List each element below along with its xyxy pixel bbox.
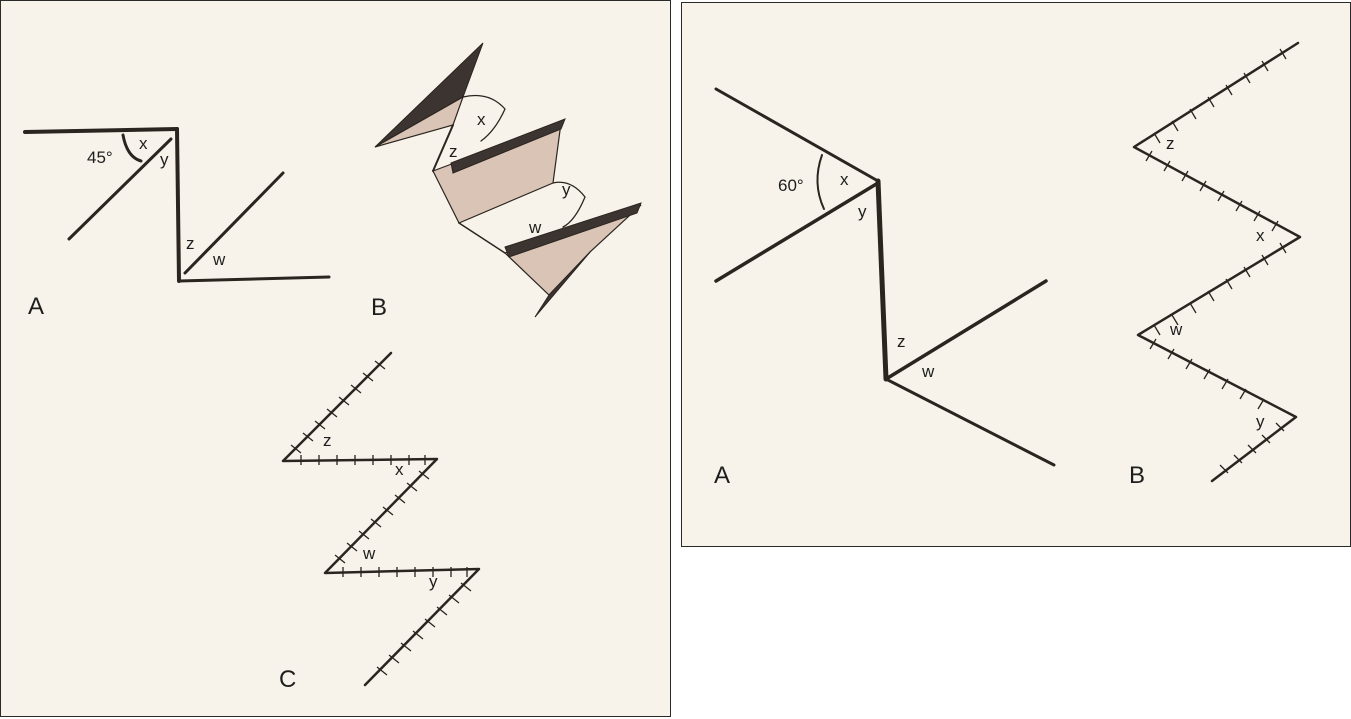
point-w-label: w [212,250,226,269]
panel-letter-c: C [279,666,296,693]
point-y-label: y [429,572,438,591]
panel-letter-b: B [371,294,387,321]
point-z-label: z [323,431,332,450]
point-x-label: x [395,460,404,479]
angle-label-45: 45° [87,148,113,167]
point-y-label: y [858,202,867,221]
point-w-label: w [528,218,542,237]
point-y-label: y [562,180,571,199]
point-x-label: x [840,170,849,189]
point-z-label: z [186,234,195,253]
point-z-label: z [1166,134,1175,153]
panel-letter-b: B [1129,462,1145,489]
figure-right-drawing: 60° x y z w A z x w y B [714,41,1302,489]
diagram-c-sutured-closure: z x w y C [279,351,481,693]
point-w-label: w [921,362,935,381]
point-x-label: x [477,110,486,129]
figure-left-panel: 45° x y z w A x z y w B [0,0,671,717]
point-x-label: x [1256,226,1265,245]
point-z-label: z [897,332,906,351]
point-w-label: w [1169,320,1183,339]
angle-label-60: 60° [778,176,804,195]
panel-letter-a: A [714,462,730,489]
angle-arc-45 [121,133,143,163]
point-z-label: z [449,142,458,161]
point-w-label: w [362,544,376,563]
point-y-label: y [1256,412,1265,431]
panel-letter-a: A [28,293,44,320]
figure-right-panel: 60° x y z w A z x w y B [681,2,1351,547]
point-y-label: y [160,150,169,169]
diagram-a-45deg-zplasty: 45° x y z w A [23,127,331,320]
figure-left-drawing: 45° x y z w A x z y w B [23,42,642,693]
diagram-b-sutured-closure: z x w y B [1129,41,1302,489]
angle-arc-60 [816,154,825,210]
point-x-label: x [139,134,148,153]
diagram-b-transposed-flaps: x z y w B [371,42,642,321]
diagram-a-60deg-zplasty: 60° x y z w A [714,87,1056,489]
